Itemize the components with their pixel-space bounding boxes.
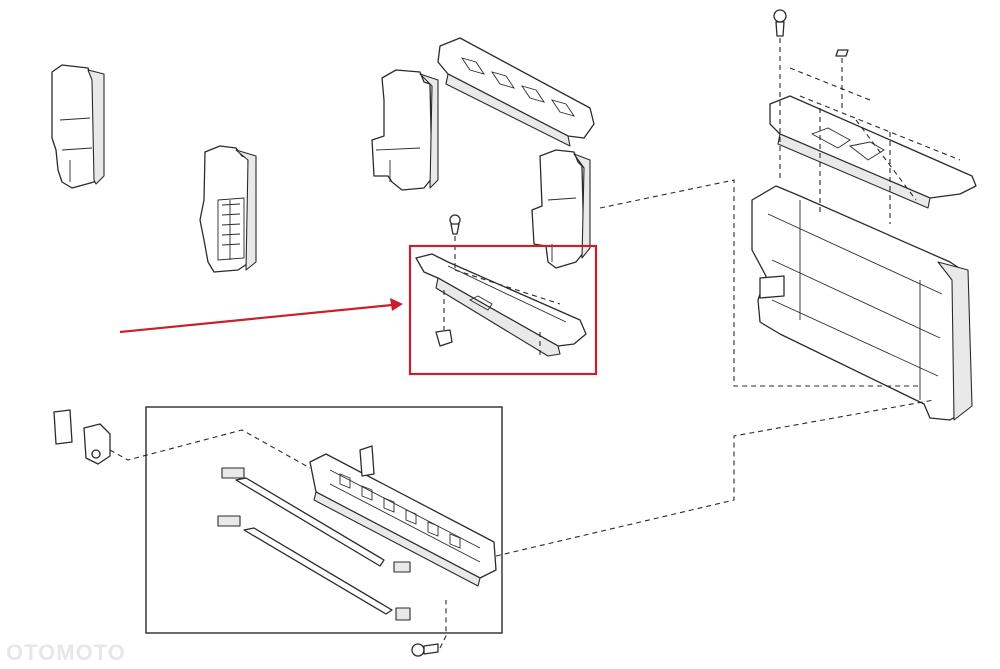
foam-pads[interactable] <box>217 467 411 621</box>
small-clip-top-right[interactable] <box>835 49 849 57</box>
lower-grille-reinforcement[interactable] <box>309 445 497 587</box>
highlight-callout <box>119 244 598 376</box>
lower-bracket-left[interactable] <box>53 409 311 469</box>
pointer-arrow-line <box>119 303 393 334</box>
watermark: OTOMOTO <box>6 640 126 665</box>
highlight-frame <box>408 244 598 376</box>
left-air-guide-inner[interactable] <box>199 145 257 273</box>
seal-strip-upper[interactable] <box>235 477 385 567</box>
seal-strip-lower[interactable] <box>243 527 393 615</box>
left-air-guide-outer[interactable] <box>51 64 105 189</box>
bolt-top-right[interactable] <box>773 9 787 37</box>
push-clip[interactable] <box>449 214 461 235</box>
right-air-guide[interactable] <box>531 149 591 269</box>
pointer-arrow-head <box>390 298 403 311</box>
leader-lines-right <box>495 38 961 557</box>
center-left-air-guide[interactable] <box>371 69 439 191</box>
lower-assembly-frame <box>145 406 503 634</box>
bolt-bottom[interactable] <box>411 600 447 657</box>
radiator-support-assembly[interactable] <box>751 95 977 421</box>
upper-radiator-baffle[interactable] <box>437 37 595 147</box>
lower-air-deflector-highlighted[interactable] <box>415 236 587 357</box>
